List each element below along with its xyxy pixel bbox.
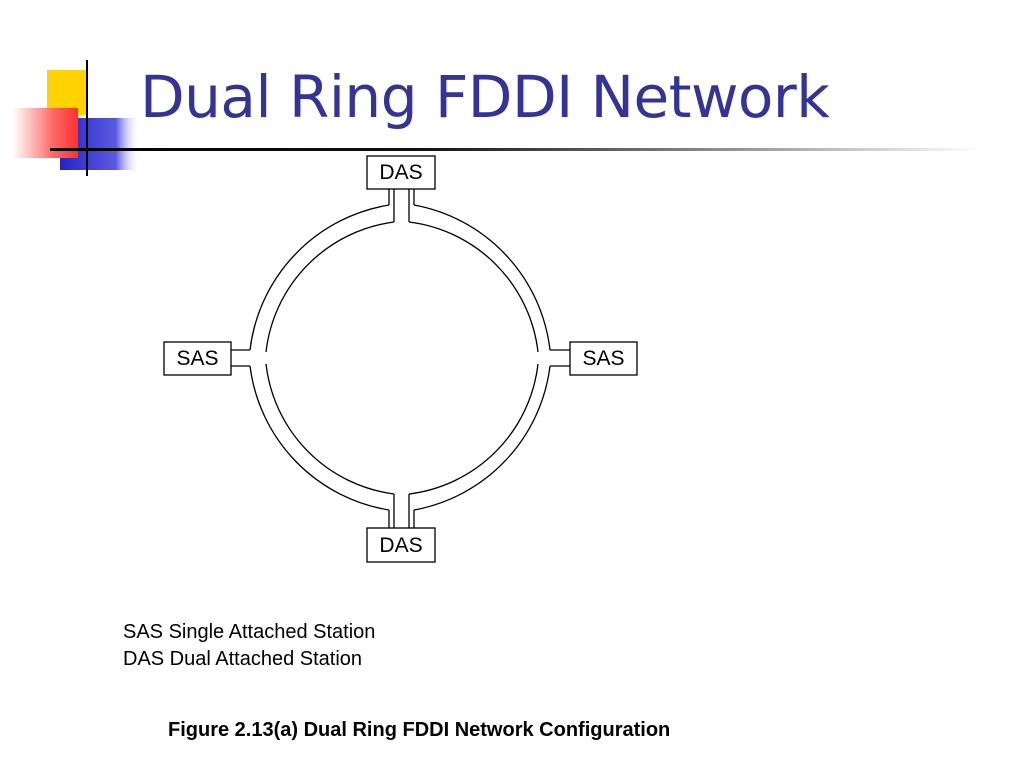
legend-das: DAS Dual Attached Station bbox=[123, 648, 363, 670]
node-sas-right: SAS bbox=[569, 341, 638, 376]
node-sas-left: SAS bbox=[163, 341, 232, 376]
inner-ring-top-left bbox=[265, 221, 395, 353]
inner-ring-bottom-left bbox=[265, 363, 395, 495]
node-das-bottom: DAS bbox=[366, 527, 436, 563]
outer-ring-top-right bbox=[413, 204, 551, 351]
svg-text:SAS: SAS bbox=[176, 347, 218, 370]
svg-text:DAS: DAS bbox=[379, 161, 422, 184]
outer-ring-bottom-right bbox=[413, 365, 551, 511]
title-underline bbox=[50, 148, 980, 151]
outer-ring-top-left bbox=[249, 204, 390, 351]
svg-text:SAS: SAS bbox=[582, 347, 624, 370]
legend-sas: SAS Single Attached Station bbox=[123, 621, 376, 643]
outer-ring-bottom-left bbox=[249, 365, 390, 511]
inner-ring-top-right bbox=[408, 221, 539, 353]
inner-ring-bottom-right bbox=[408, 363, 539, 495]
figure-caption: Figure 2.13(a) Dual Ring FDDI Network Co… bbox=[168, 719, 671, 741]
diagram-legend: SAS Single Attached Station DAS Dual Att… bbox=[123, 619, 375, 673]
svg-text:DAS: DAS bbox=[379, 534, 422, 557]
node-das-top: DAS bbox=[366, 155, 436, 190]
slide-title: Dual Ring FDDI Network bbox=[140, 63, 830, 131]
